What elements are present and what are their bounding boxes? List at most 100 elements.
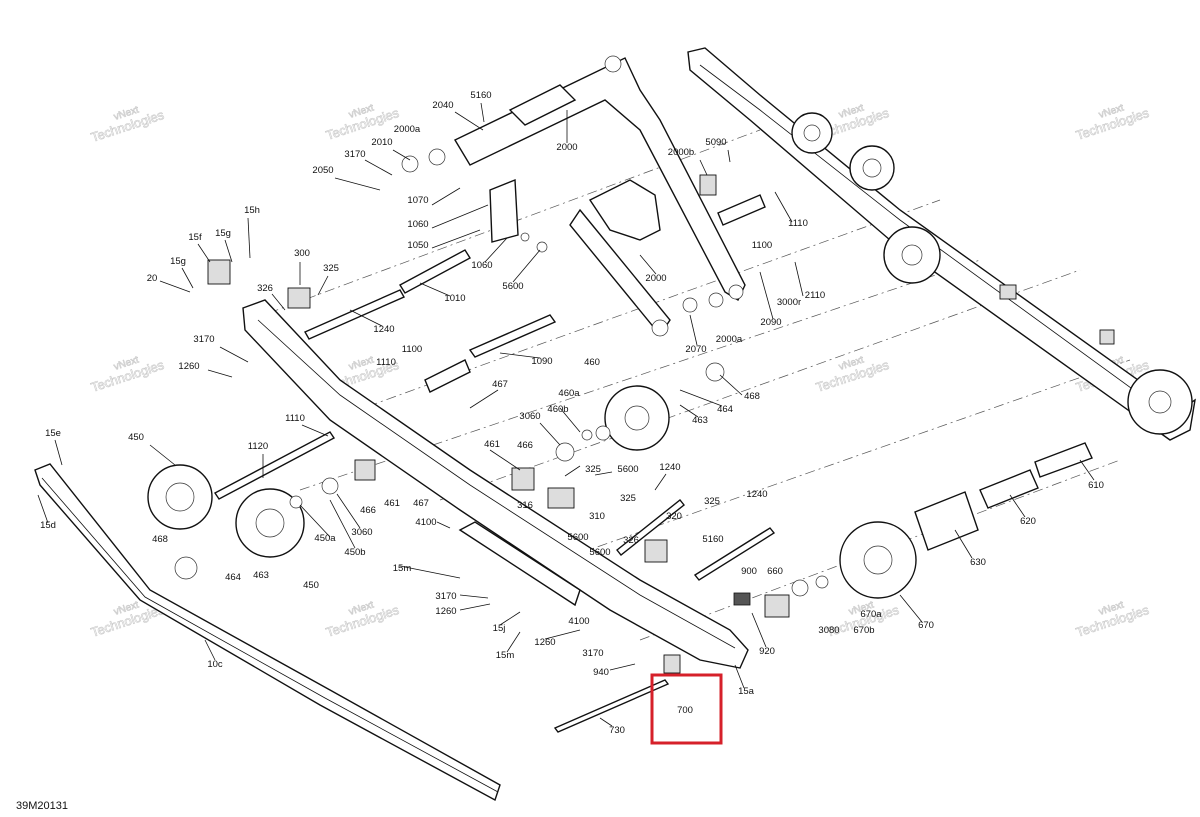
part-label: 2050	[312, 165, 333, 176]
part-label: 630	[970, 557, 986, 568]
part-label: 463	[692, 415, 708, 426]
part-label: 1060	[471, 260, 492, 271]
part-label: 940	[593, 667, 609, 678]
part-label: 316	[517, 500, 533, 511]
part-label: 1120	[248, 441, 268, 452]
part-label: 5160	[470, 90, 491, 101]
part-label: 15g	[170, 256, 186, 267]
part-label: 5160	[702, 534, 723, 545]
part-label: 5600	[617, 464, 638, 475]
part-label: 326	[257, 283, 273, 294]
part-label: 5090	[705, 137, 726, 148]
part-label: 3170	[344, 149, 365, 160]
part-label: 15m	[496, 650, 515, 661]
part-label: 325	[323, 263, 339, 274]
part-label: 1060	[407, 219, 428, 230]
part-label: 1090	[531, 356, 552, 367]
part-label: 3060	[351, 527, 372, 538]
part-label: 468	[152, 534, 168, 545]
part-label: 15j	[493, 623, 506, 634]
part-label: 466	[360, 505, 376, 516]
part-label: 660	[767, 566, 783, 577]
part-label: 1240	[659, 462, 680, 473]
part-label: 15d	[40, 520, 56, 531]
part-label: 2000a	[394, 124, 421, 135]
part-label: 3000r	[777, 297, 801, 308]
part-label: 15g	[215, 228, 231, 239]
part-label: 464	[717, 404, 733, 415]
part-label: 3170	[435, 591, 456, 602]
part-label: 3170	[193, 334, 214, 345]
part-label: 450b	[344, 547, 365, 558]
part-label: 1240	[373, 324, 394, 335]
part-label: 700	[677, 705, 693, 716]
part-label: 2000	[556, 142, 577, 153]
part-label: 1100	[402, 344, 422, 355]
part-label: 1050	[407, 240, 428, 251]
part-label: 2010	[371, 137, 392, 148]
part-label: 10c	[207, 659, 223, 670]
part-label: 730	[609, 725, 625, 736]
part-label: 310	[589, 511, 605, 522]
part-label: 920	[759, 646, 775, 657]
part-label: 460	[584, 357, 600, 368]
hardware	[207, 148, 829, 674]
part-label: 620	[1020, 516, 1036, 527]
part-label: 467	[413, 498, 429, 509]
part-label: 3170	[582, 648, 603, 659]
part-label: 460b	[547, 404, 568, 415]
part-label: 670	[918, 620, 934, 631]
slide-skid	[34, 463, 501, 802]
part-label: 320	[666, 511, 682, 522]
part-label: 2000b	[668, 147, 694, 158]
part-label: 325	[620, 493, 636, 504]
part-label: 325	[704, 496, 720, 507]
part-label: 1260	[178, 361, 199, 372]
part-label: 461	[484, 439, 500, 450]
part-label: 450	[128, 432, 144, 443]
part-label: 3080	[818, 625, 839, 636]
part-label: 2000a	[716, 334, 743, 345]
part-label: 1260	[435, 606, 456, 617]
part-label: 15h	[244, 205, 260, 216]
part-label: 1110	[285, 413, 305, 424]
part-label: 1240	[746, 489, 767, 500]
part-label: 1010	[444, 293, 465, 304]
part-label: 450a	[314, 533, 336, 544]
part-label: 450	[303, 580, 319, 591]
part-label: 326	[623, 535, 639, 546]
part-label: 1100	[752, 240, 772, 251]
part-label: 3060	[519, 411, 540, 422]
left-rail	[242, 299, 749, 669]
part-label: 900	[741, 566, 757, 577]
part-label: 2000	[645, 273, 666, 284]
part-label: 4100	[415, 517, 436, 528]
part-label: 670a	[860, 609, 882, 620]
part-label: 300	[294, 248, 310, 259]
right-rail	[687, 47, 1196, 441]
part-label: 467	[492, 379, 508, 390]
part-label: 2070	[685, 344, 706, 355]
document-id: 39M20131	[16, 800, 68, 812]
part-label: 15a	[738, 686, 755, 697]
part-label: 15e	[45, 428, 61, 439]
part-label: 5600	[589, 547, 610, 558]
shafts	[213, 194, 1093, 733]
part-label: 1260	[534, 637, 555, 648]
part-label: 464	[225, 572, 241, 583]
part-label: 670b	[853, 625, 874, 636]
part-label: 466	[517, 440, 533, 451]
part-label: 1110	[376, 357, 396, 368]
part-label: 2090	[760, 317, 781, 328]
part-label: 5600	[567, 532, 588, 543]
upper-arm-assembly	[454, 55, 746, 337]
part-label: 20	[147, 273, 158, 284]
part-label: 2110	[805, 290, 825, 301]
